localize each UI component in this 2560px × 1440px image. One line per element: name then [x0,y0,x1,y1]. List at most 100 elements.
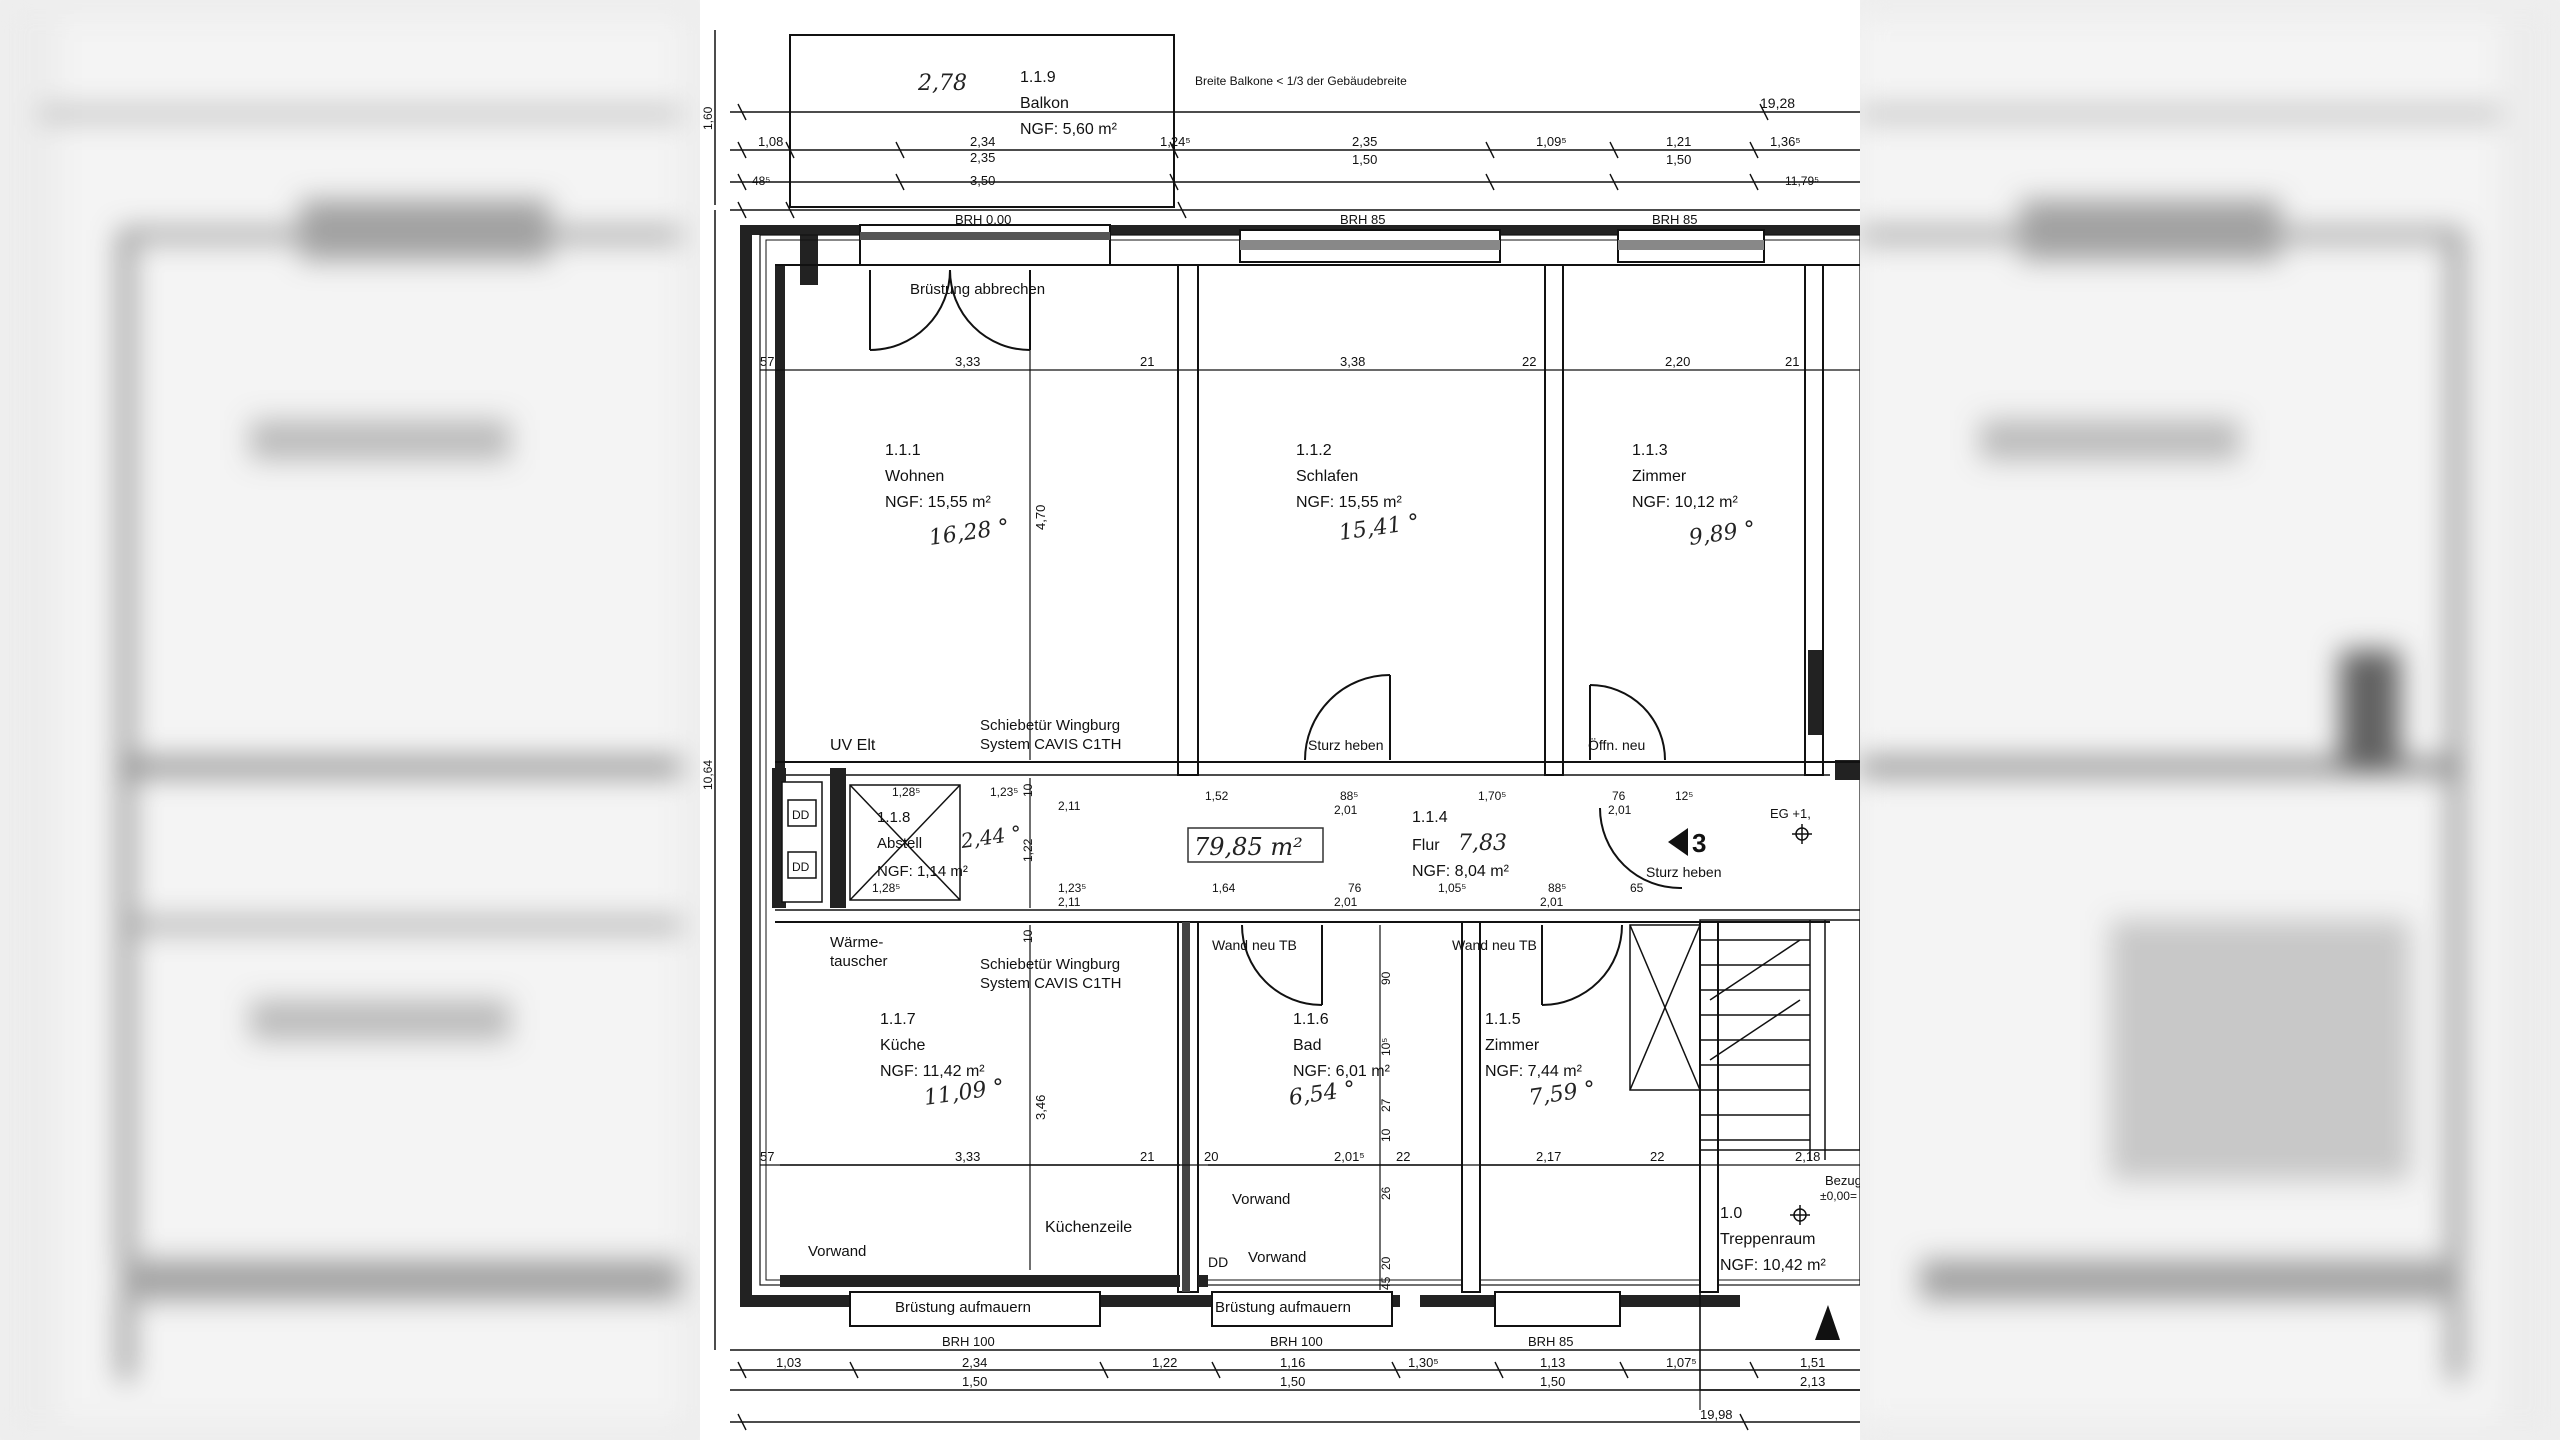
dim-wohnen-height: 4,70 [1033,505,1048,530]
dim-l-7: 22 [1650,1149,1664,1164]
interior-walls [772,264,1860,1293]
room-zimmer3-id: 1.1.3 [1632,442,1668,459]
room-zimmer5-handwritten: 7,59 ° [1527,1077,1597,1111]
dim-r1-6: 1,36⁵ [1770,134,1801,149]
outer-walls [740,225,1860,1307]
dim-b1-2: 1,22 [1152,1355,1177,1370]
room-abstell-id: 1.1.8 [877,809,910,826]
note-vorwand-kueche: Vorwand [808,1243,866,1260]
room-abstell-name: Abstell [877,835,922,852]
note-schiebetuer-bottom-2: System CAVIS C1TH [980,975,1121,992]
note-bruestung-aufmauern-bad: Brüstung aufmauern [1215,1299,1351,1316]
room-wohnen-area: NGF: 15,55 m² [885,494,991,511]
dim-b1-3: 1,16 [1280,1355,1305,1370]
balcony-area: NGF: 5,60 m² [1020,121,1118,138]
room-kueche-id: 1.1.7 [880,1011,916,1028]
door-swings [869,269,1683,1006]
room-bad: 1.1.6 Bad NGF: 6,01 m² 6,54 ° [1287,1011,1390,1111]
total-area-box [1187,827,1324,863]
dim-l-3: 20 [1204,1149,1218,1164]
room-treppenraum: 1.0 Treppenraum NGF: 10,42 m² [1720,1205,1826,1274]
dim-u-4: 22 [1522,354,1536,369]
room-bad-handwritten: 6,54 ° [1287,1077,1357,1111]
blurred-background-right [1860,0,2560,1440]
room-flur: 1.1.4 Flur 7,83 NGF: 8,04 m² [1412,809,1510,880]
room-zimmer-115: 1.1.5 Zimmer NGF: 7,44 m² 7,59 ° [1485,1011,1597,1111]
dim-l-5: 22 [1396,1149,1410,1164]
room-kueche: 1.1.7 Küche NGF: 11,42 m² 11,09 ° [880,1011,1006,1111]
balcony-outline [789,34,1175,208]
blurred-background-left [0,0,700,1440]
staircase [1699,919,1860,1391]
room-treppen-area: NGF: 10,42 m² [1720,1257,1826,1274]
room-wohnen: 1.1.1 Wohnen NGF: 15,55 m² 16,28 ° [885,442,1011,551]
dim-bottom-total: 19,98 [1700,1407,1733,1422]
dim-fb-6: 1,05⁵ [1438,881,1466,895]
dim-fb-1: 1,23⁵ [1058,881,1086,895]
total-area-handwritten: 79,85 m² [1194,833,1303,861]
dim-ft-5: 2,01 [1334,803,1358,817]
dim-ft-9: 12⁵ [1675,789,1693,803]
dim-r2-1: 1,50 [1352,152,1377,167]
dim-b2-2: 1,50 [1540,1374,1565,1389]
balcony-name: Balkon [1020,95,1069,112]
room-schlafen: 1.1.2 Schlafen NGF: 15,55 m² 15,41 ° [1296,442,1421,546]
dim-bv-0: 90 [1379,971,1393,985]
brh-bottom-zimmer: BRH 85 [1528,1334,1574,1349]
note-sturz-heben-2: Sturz heben [1646,864,1722,880]
dim-ft-2: 2,11 [1058,799,1081,813]
room-zimmer3-handwritten: 9,89 ° [1687,517,1757,551]
room-zimmer3-area: NGF: 10,12 m² [1632,494,1738,511]
dim-fb-7: 88⁵ [1548,881,1566,895]
brh-bottom-bad: BRH 100 [1270,1334,1323,1349]
dim-r1-4: 1,09⁵ [1536,134,1567,149]
dim-ft-6: 1,70⁵ [1478,789,1506,803]
dim-l-4: 2,01⁵ [1334,1149,1365,1164]
dim-ft-0: 1,28⁵ [892,785,920,799]
dim-b2-3: 2,13 [1800,1374,1825,1389]
dim-b1-1: 2,34 [962,1355,987,1370]
dim-r3-0: 48⁵ [752,174,770,188]
room-bad-id: 1.1.6 [1293,1011,1329,1028]
room-treppen-name: Treppenraum [1720,1231,1815,1248]
dim-r2-0: 2,35 [970,150,995,165]
dim-flur-side-2: 10 [1021,929,1035,943]
room-flur-area: NGF: 8,04 m² [1412,863,1510,880]
dim-b2-0: 1,50 [962,1374,987,1389]
brh-top-zimmer: BRH 85 [1652,212,1698,227]
dim-b1-5: 1,13 [1540,1355,1565,1370]
dim-b2-1: 1,50 [1280,1374,1305,1389]
room-wohnen-id: 1.1.1 [885,442,921,459]
dim-u-5: 2,20 [1665,354,1690,369]
note-sturz-heben-1: Sturz heben [1308,737,1384,753]
room-zimmer5-id: 1.1.5 [1485,1011,1521,1028]
dim-b1-6: 1,07⁵ [1666,1355,1697,1370]
dim-r3-1: 3,50 [970,173,995,188]
brh-top-wohnen: BRH 0,00 [955,212,1011,227]
dim-l-0: 57 [760,1149,774,1164]
dim-fb-5: 2,01 [1334,895,1358,909]
dim-top-total: 19,28 [1760,95,1795,111]
dim-bv-6: 45 [1379,1276,1393,1290]
room-flur-id: 1.1.4 [1412,809,1448,826]
room-wohnen-name: Wohnen [885,468,944,485]
dim-b1-0: 1,03 [776,1355,801,1370]
room-zimmer5-name: Zimmer [1485,1037,1540,1054]
dim-l-1: 3,33 [955,1149,980,1164]
dim-fb-8: 2,01 [1540,895,1564,909]
room-treppen-id: 1.0 [1720,1205,1742,1222]
bottom-dimension-lines [730,1349,1860,1423]
top-dimension-lines [730,111,1860,211]
dim-flur-side-1: 10 [1021,783,1035,797]
dim-r3-2: 11,79⁵ [1785,174,1819,188]
room-schlafen-name: Schlafen [1296,468,1358,485]
note-waermetauscher-1: Wärme- [830,934,883,951]
room-abstell-handwritten: 2,44 ° [958,821,1023,853]
note-wand-neu-tb-bad: Wand neu TB [1212,937,1297,953]
dim-kueche-height: 3,46 [1033,1095,1048,1120]
dim-fb-0: 1,28⁵ [872,881,900,895]
room-abstell: 1.1.8 Abstell NGF: 1,14 m² 2,44 ° [877,809,1023,880]
room-wohnen-handwritten: 16,28 ° [927,515,1011,551]
room-zimmer-113: 1.1.3 Zimmer NGF: 10,12 m² 9,89 ° [1632,442,1757,551]
note-eg: EG +1, [1770,806,1811,821]
